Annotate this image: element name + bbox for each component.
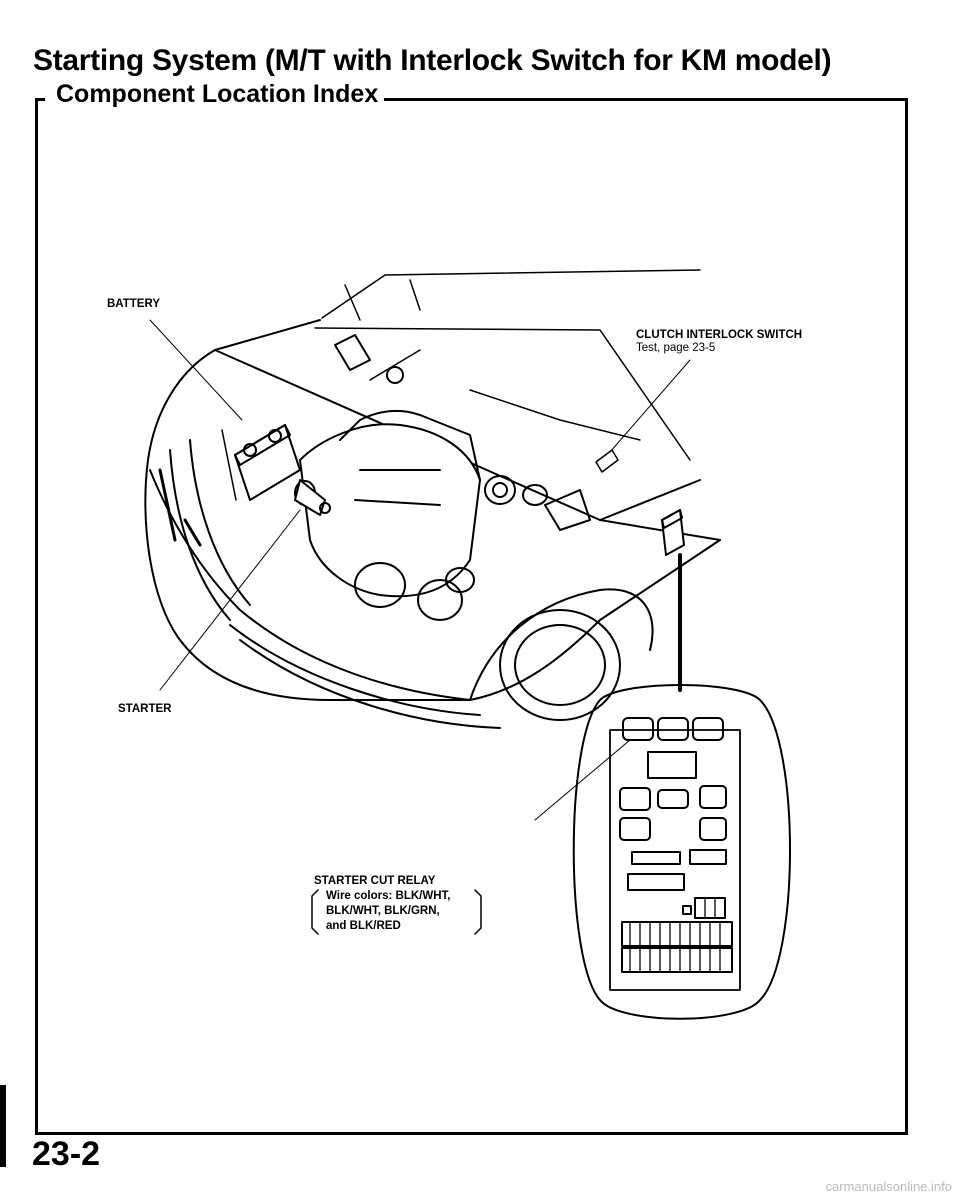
page-number: 23-2: [32, 1135, 101, 1173]
clutch-interlock-switch-label: CLUTCH INTERLOCK SWITCH: [636, 329, 803, 341]
starter-label: STARTER: [118, 703, 172, 715]
relay-wire-colors-line: BLK/WHT, BLK/GRN,: [326, 905, 440, 917]
battery-label: BATTERY: [107, 298, 161, 310]
frame-top-edge: [370, 98, 908, 101]
watermark-url: carmanualsonline.info: [825, 1179, 952, 1194]
frame-top-edge: [35, 98, 45, 101]
starter-cut-relay-label: STARTER CUT RELAY: [314, 875, 436, 887]
page-title: Starting System (M/T with Interlock Swit…: [33, 44, 832, 77]
section-frame: [35, 98, 908, 1135]
clutch-test-reference: Test, page 23-5: [636, 342, 716, 354]
relay-wire-colors-line: Wire colors: BLK/WHT,: [326, 890, 451, 902]
section-title: Component Location Index: [50, 80, 385, 109]
relay-wire-colors-line: and BLK/RED: [326, 920, 401, 932]
page-edge-bar: [0, 1085, 6, 1167]
starter-cut-relay-callout: STARTER CUT RELAY Wire colors: BLK/WHT, …: [314, 874, 450, 934]
